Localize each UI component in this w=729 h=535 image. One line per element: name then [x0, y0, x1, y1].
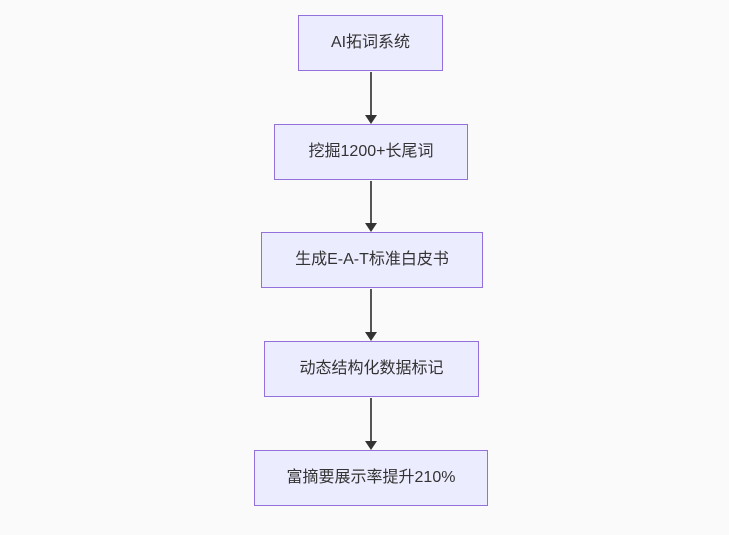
flow-arrow-2 — [365, 181, 377, 232]
arrow-down-icon — [365, 223, 377, 232]
flow-node-ai-word-expansion: AI拓词系统 — [298, 15, 443, 71]
flow-arrow-1 — [365, 72, 377, 124]
flow-node-rich-snippet-rate: 富摘要展示率提升210% — [254, 450, 488, 506]
flow-node-eat-whitepaper: 生成E-A-T标准白皮书 — [261, 232, 483, 288]
arrow-down-icon — [365, 115, 377, 124]
arrow-line — [370, 289, 372, 336]
flow-node-label: 挖掘1200+长尾词 — [308, 143, 434, 160]
arrow-line — [370, 398, 372, 445]
flow-node-label: 动态结构化数据标记 — [299, 360, 444, 377]
flow-node-longtail-keywords: 挖掘1200+长尾词 — [274, 124, 468, 180]
flow-node-label: 生成E-A-T标准白皮书 — [295, 251, 449, 268]
arrow-line — [370, 72, 372, 119]
arrow-line — [370, 181, 372, 227]
arrow-down-icon — [365, 332, 377, 341]
flow-node-structured-data: 动态结构化数据标记 — [264, 341, 479, 397]
flow-node-label: AI拓词系统 — [330, 34, 411, 51]
arrow-down-icon — [365, 441, 377, 450]
flow-arrow-3 — [365, 289, 377, 341]
flow-node-label: 富摘要展示率提升210% — [286, 469, 456, 486]
flow-arrow-4 — [365, 398, 377, 450]
